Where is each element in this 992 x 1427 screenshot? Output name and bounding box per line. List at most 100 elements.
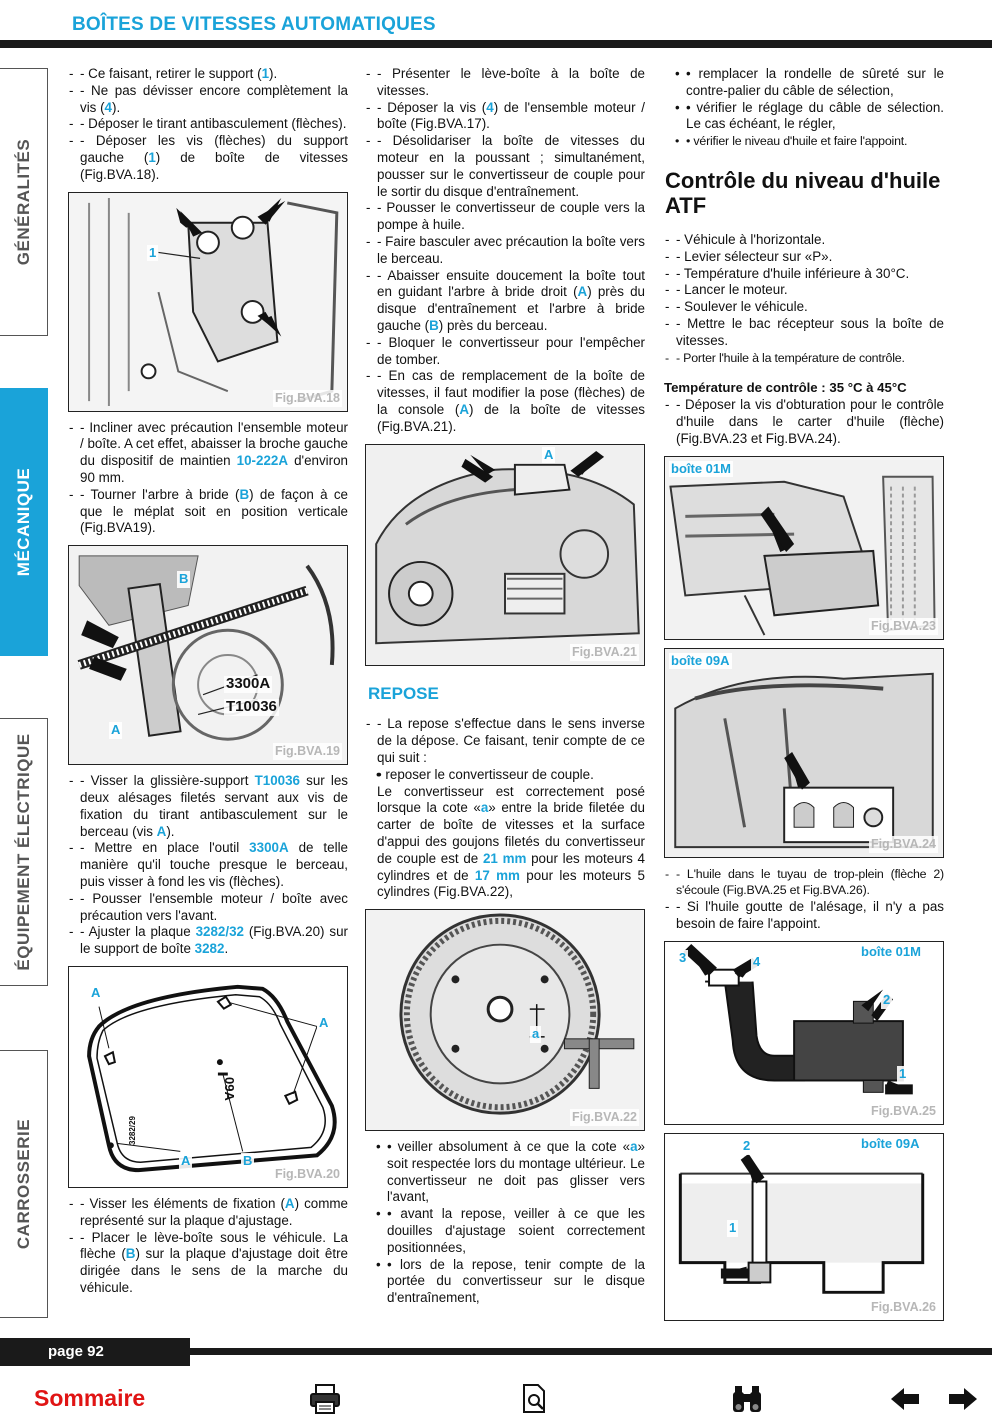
footer-bar xyxy=(0,1348,992,1355)
column-2: - Présenter le lève-boîte à la boîte de … xyxy=(365,66,645,1307)
paragraph: - Visser les éléments de fixation (A) co… xyxy=(68,1196,348,1230)
paragraph: - Ne pas dévisser encore complètement la… xyxy=(68,83,348,117)
paragraph: - Visser la glissière-support T10036 sur… xyxy=(68,773,348,840)
list-item: - Porter l'huile à la température de con… xyxy=(664,350,944,367)
paragraph: - Faire basculer avec précaution la boît… xyxy=(365,234,645,268)
plate-marking: 3282/29 xyxy=(128,1116,137,1145)
paragraph: Le convertisseur est correctement posé l… xyxy=(377,783,645,900)
side-tab-label: GÉNÉRALITÉS xyxy=(13,138,33,266)
side-tab-carrosserie[interactable]: CARROSSERIE xyxy=(0,1050,48,1318)
figure-label: B xyxy=(177,571,191,588)
figure-bva22: a Fig.BVA.22 xyxy=(365,909,645,1132)
figure-label: A xyxy=(89,984,103,1002)
control-temperature: Température de contrôle : 35 °C à 45°C xyxy=(664,380,907,396)
bullet-item: • reposer le convertisseur de couple. xyxy=(365,767,645,784)
side-tab-mecanique[interactable]: MÉCANIQUE xyxy=(0,388,48,656)
figure-caption: Fig.BVA.20 xyxy=(272,1166,342,1183)
figure-caption: Fig.BVA.26 xyxy=(868,1298,938,1316)
column-1: - Ce faisant, retirer le support (1). - … xyxy=(68,66,348,1297)
binoculars-icon[interactable] xyxy=(730,1382,764,1416)
figure-label: A xyxy=(317,1014,331,1032)
header-bar xyxy=(0,40,992,48)
list-item: - L'huile dans le tuyau de trop-plein (f… xyxy=(664,866,944,900)
tool-label: 3300A xyxy=(224,675,273,693)
list-item: - Mettre le bac récepteur sous la boîte … xyxy=(664,316,944,350)
figure-bva20: A A A B 09A 3282/29 Fig.BVA.20 xyxy=(68,965,348,1188)
figure-label: 2 xyxy=(881,991,893,1009)
paragraph: - Déposer le tirant antibasculement (flè… xyxy=(68,116,348,133)
figure-bva24: boîte 09A Fig.BVA.24 xyxy=(664,647,944,858)
list-item: - Si l'huile goutte de l'alésage, il n'y… xyxy=(664,899,944,933)
paragraph: - La repose s'effectue dans le sens inve… xyxy=(365,716,645,766)
side-tab-label: MÉCANIQUE xyxy=(13,467,33,577)
page-number-tab: page 92 xyxy=(0,1338,190,1366)
paragraph: - Pousser l'ensemble moteur / boîte avec… xyxy=(68,891,348,925)
bullet-item: • veiller absolument à ce que la cote «a… xyxy=(365,1139,645,1206)
paragraph: - Ajuster la plaque 3282/32 (Fig.BVA.20)… xyxy=(68,924,348,958)
figure-label: A xyxy=(179,1152,193,1170)
paragraph: - Ce faisant, retirer le support (1). xyxy=(68,66,348,83)
section-title-repose: REPOSE xyxy=(368,683,439,703)
paragraph: - Déposer les vis (flèches) du support g… xyxy=(68,133,348,183)
zoom-page-icon[interactable] xyxy=(518,1382,552,1416)
figure-bva25-drawing xyxy=(665,941,943,1124)
paragraph: - Abaisser ensuite doucement la boîte to… xyxy=(365,268,645,335)
paragraph: - Pousser le convertisseur de couple ver… xyxy=(365,200,645,234)
printer-icon[interactable] xyxy=(308,1382,342,1416)
figure-bva21: A Fig.BVA.21 xyxy=(365,443,645,666)
figure-bva22-drawing xyxy=(366,910,644,1131)
list-item: - Température d'huile inférieure à 30°C. xyxy=(664,266,944,283)
figure-bva26: boîte 09A 2 1 Fig.BVA.26 xyxy=(664,1132,944,1321)
plate-marking: 09A xyxy=(222,1076,237,1101)
figure-title: boîte 09A xyxy=(669,652,732,670)
paragraph: - Désolidariser la boîte de vitesses du … xyxy=(365,133,645,200)
paragraph: - Placer le lève-boîte sous le véhicule.… xyxy=(68,1230,348,1297)
section-title-controle: Contrôle du niveau d'huile ATF xyxy=(665,167,941,218)
figure-caption: Fig.BVA.18 xyxy=(272,389,342,407)
figure-bva23-drawing xyxy=(665,456,943,639)
figure-bva19: B A 3300A T10036 Fig.BVA.19 xyxy=(68,545,348,766)
sommaire-link[interactable]: Sommaire xyxy=(34,1385,146,1411)
figure-label: 4 xyxy=(751,953,763,971)
column-3: • remplacer la rondelle de sûreté sur le… xyxy=(664,66,944,1329)
figure-label: 1 xyxy=(897,1065,909,1083)
figure-label: A xyxy=(542,446,556,464)
figure-label: 3 xyxy=(677,949,689,967)
list-item: - Lancer le moteur. xyxy=(664,282,944,299)
side-tab-generalites[interactable]: GÉNÉRALITÉS xyxy=(0,68,48,336)
list-item: - Déposer la vis d'obturation pour le co… xyxy=(664,397,944,447)
arrow-left-icon[interactable] xyxy=(888,1382,922,1416)
list-item: - Véhicule à l'horizontale. xyxy=(664,232,944,249)
tool-label: T10036 xyxy=(224,698,279,716)
figure-bva18-drawing xyxy=(69,192,347,411)
figure-bva26-drawing xyxy=(665,1133,943,1320)
figure-bva20-drawing xyxy=(69,966,347,1187)
arrow-right-icon[interactable] xyxy=(946,1382,980,1416)
figure-bva23: boîte 01M Fig.BVA.23 xyxy=(664,455,944,640)
side-tab-label: ÉQUIPEMENT ÉLECTRIQUE xyxy=(13,733,33,971)
figure-title: boîte 09A xyxy=(859,1135,922,1153)
figure-title: boîte 01M xyxy=(669,460,733,478)
bullet-item: • remplacer la rondelle de sûreté sur le… xyxy=(664,66,944,100)
figure-label: A xyxy=(109,722,123,739)
paragraph: - Mettre en place l'outil 3300A de telle… xyxy=(68,840,348,890)
side-tab-equipement-electrique[interactable]: ÉQUIPEMENT ÉLECTRIQUE xyxy=(0,718,48,986)
figure-bva18: 1 Fig.BVA.18 xyxy=(68,191,348,412)
list-item: - Levier sélecteur sur «P». xyxy=(664,249,944,266)
figure-label: a xyxy=(530,1026,542,1043)
figure-caption: Fig.BVA.19 xyxy=(272,743,342,761)
header-title: BOÎTES DE VITESSES AUTOMATIQUES xyxy=(72,14,436,35)
figure-bva24-drawing xyxy=(665,648,943,857)
figure-caption: Fig.BVA.24 xyxy=(868,835,938,853)
bullet-item: • vérifier le réglage du câble de sélect… xyxy=(664,100,944,134)
figure-bva21-drawing xyxy=(366,444,644,665)
figure-caption: Fig.BVA.21 xyxy=(569,643,639,661)
figure-title: boîte 01M xyxy=(859,943,923,961)
figure-label: 1 xyxy=(147,244,159,262)
paragraph: - En cas de remplacement de la boîte de … xyxy=(365,368,645,435)
figure-caption: Fig.BVA.25 xyxy=(868,1102,938,1120)
figure-bva25: boîte 01M 3 4 2 1 Fig.BVA.25 xyxy=(664,940,944,1125)
paragraph: - Bloquer le convertisseur pour l'empêch… xyxy=(365,335,645,369)
figure-caption: Fig.BVA.22 xyxy=(569,1109,639,1127)
figure-caption: Fig.BVA.23 xyxy=(868,617,938,635)
